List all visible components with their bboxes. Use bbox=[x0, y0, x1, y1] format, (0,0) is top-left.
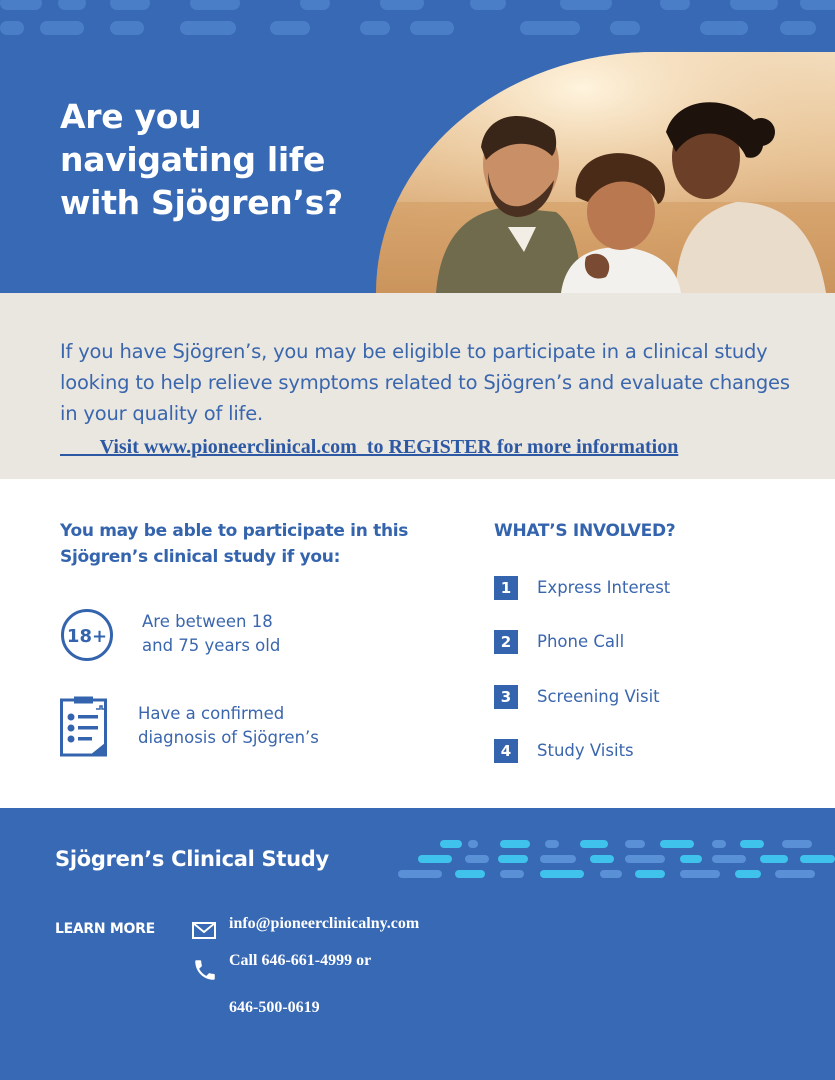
criterion-age: Are between 18 and 75 years old bbox=[142, 610, 280, 658]
phone-icon bbox=[192, 957, 218, 987]
clipboard-checklist-icon bbox=[60, 695, 108, 761]
eligibility-heading: You may be able to participate in this S… bbox=[60, 521, 409, 567]
decorative-dash-pattern bbox=[0, 0, 835, 38]
family-photo-illustration bbox=[376, 52, 835, 293]
criterion-diagnosis: Have a confirmed diagnosis of Sjögren’s bbox=[138, 702, 319, 750]
family-photo bbox=[376, 52, 835, 293]
step-label: Study Visits bbox=[537, 741, 634, 760]
intro-text: If you have Sjögren’s, you may be eligib… bbox=[60, 340, 790, 425]
step-label: Screening Visit bbox=[537, 687, 660, 706]
hero-title: Are you navigating life with Sjögren’s? bbox=[60, 95, 380, 224]
step-label: Phone Call bbox=[537, 632, 625, 651]
age-18-plus-icon: 18+ bbox=[60, 608, 114, 666]
criterion-line: diagnosis of Sjögren’s bbox=[138, 728, 319, 747]
footer-title: Sjögren’s Clinical Study bbox=[55, 847, 329, 871]
step-label: Express Interest bbox=[537, 578, 671, 597]
step-number-badge: 2 bbox=[494, 630, 518, 654]
phone-link[interactable]: Call 646-661-4999 or bbox=[229, 952, 372, 969]
learn-more-label: LEARN MORE bbox=[55, 921, 155, 937]
whats-involved-heading: WHAT’S INVOLVED? bbox=[494, 521, 676, 541]
hero-title-line: Are you bbox=[60, 97, 202, 136]
hero-title-line: navigating life bbox=[60, 140, 326, 179]
criterion-line: Have a confirmed bbox=[138, 704, 285, 723]
step-number-badge: 1 bbox=[494, 576, 518, 600]
criterion-line: and 75 years old bbox=[142, 636, 281, 655]
email-link[interactable]: info@pioneerclinicalny.com bbox=[229, 915, 420, 932]
age-18-plus-icon-label: 18+ bbox=[67, 626, 107, 647]
phone-link-alt[interactable]: 646-500-0619 bbox=[229, 999, 320, 1016]
intro-band bbox=[0, 293, 835, 479]
footer-banner bbox=[0, 808, 835, 1080]
step-number-badge: 3 bbox=[494, 685, 518, 709]
envelope-icon bbox=[192, 922, 216, 943]
register-link[interactable]: Visit www.pioneerclinical.com to REGISTE… bbox=[60, 436, 679, 458]
hero-title-line: with Sjögren’s? bbox=[60, 183, 343, 222]
step-number-badge: 4 bbox=[494, 739, 518, 763]
hero-banner: Are you navigating life with Sjögren’s? bbox=[0, 0, 835, 293]
criterion-line: Are between 18 bbox=[142, 612, 273, 631]
